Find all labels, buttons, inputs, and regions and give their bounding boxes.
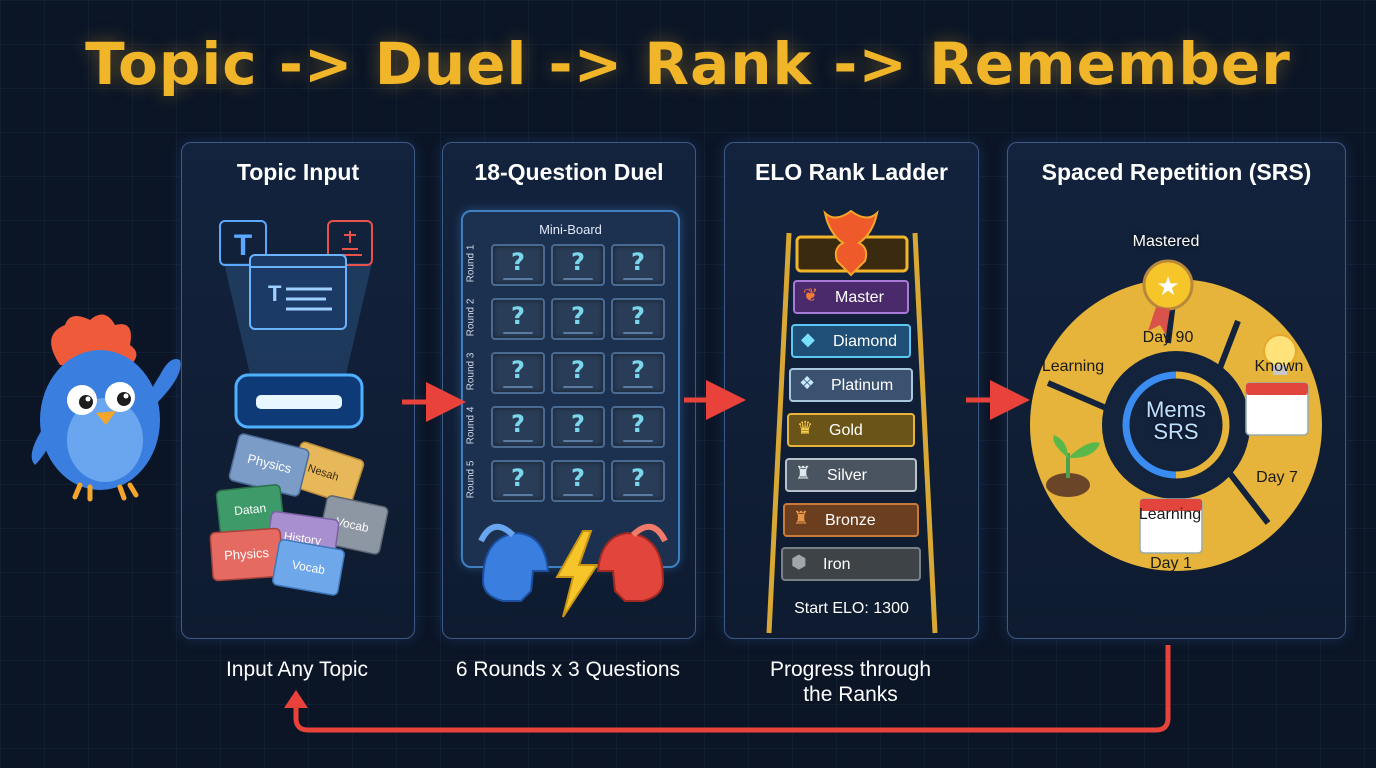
srs-cycle-diagram: ★: [1030, 259, 1322, 571]
duel-caption: 6 Rounds x 3 Questions: [455, 658, 681, 681]
diamond-rank-icon: ◆: [801, 329, 815, 349]
svg-text:★: ★: [1156, 271, 1179, 301]
question-cell[interactable]: ?: [551, 352, 605, 394]
srs-learning-left-label: Learning: [1041, 358, 1105, 375]
srs-title: Spaced Repetition (SRS): [1041, 159, 1312, 185]
start-elo-label: Start ELO: 1300: [794, 600, 909, 617]
red-helmet-icon: [596, 523, 668, 602]
silver-rank-icon: ♜: [795, 463, 812, 483]
rank-master: ❦ Master: [793, 280, 909, 314]
ladder-rails: [766, 209, 938, 634]
lightbulb-icon: [1263, 334, 1297, 375]
svg-text:T: T: [268, 281, 282, 306]
question-cell[interactable]: ?: [491, 460, 545, 502]
rank-iron: ⬢ Iron: [781, 547, 921, 581]
rank-gold: ♛ Gold: [787, 413, 915, 447]
image-type-icon: [327, 220, 373, 266]
question-cell[interactable]: ?: [551, 244, 605, 286]
folder-6: Physics: [209, 527, 284, 582]
question-cell[interactable]: ?: [611, 298, 665, 340]
question-cell[interactable]: ?: [551, 406, 605, 448]
rank-platinum: ❖ Platinum: [789, 368, 913, 402]
mini-board: Mini-Board Round 1 Round 2 Round 3 Round…: [461, 210, 680, 568]
calendar-day1-icon: [1139, 498, 1203, 554]
folder-7: Vocab: [272, 539, 345, 596]
cycle-arrows-icon: [1122, 371, 1230, 479]
question-cell[interactable]: ?: [551, 460, 605, 502]
duel-helmets: [478, 523, 668, 618]
svg-text:Datan: Datan: [233, 501, 266, 518]
question-cell[interactable]: ?: [491, 244, 545, 286]
topic-input-title: Topic Input: [236, 159, 360, 185]
svg-text:Vocab: Vocab: [291, 558, 327, 578]
elo-caption: Progress through the Ranks: [724, 657, 977, 707]
gold-rank-icon: ♛: [797, 418, 814, 438]
sprout-icon: [1046, 435, 1100, 497]
topic-input-illustration: T T Nesah Physics: [209, 220, 389, 596]
elo-caption-line1: Progress through: [769, 658, 932, 681]
srs-day90-label: Day 90: [1142, 329, 1194, 346]
text-type-icon: T: [219, 220, 267, 266]
svg-text:Physics: Physics: [224, 545, 270, 563]
elo-title: ELO Rank Ladder: [755, 159, 948, 185]
srs-day7-label: Day 7: [1256, 469, 1298, 486]
question-cell[interactable]: ?: [491, 298, 545, 340]
duel-panel: 18-Question Duel Mini-Board Round 1 Roun…: [442, 142, 696, 639]
master-rank-icon: ❦: [803, 285, 819, 305]
question-cell[interactable]: ?: [611, 406, 665, 448]
mini-board-label: Mini-Board: [539, 222, 602, 237]
scanner-device-icon: [234, 373, 364, 429]
srs-center-line2: SRS: [1153, 419, 1199, 444]
phoenix-icon: [823, 209, 879, 277]
question-cell[interactable]: ?: [611, 244, 665, 286]
calendar-day7-icon: [1245, 382, 1309, 436]
topic-input-panel: Topic Input T T Nesah: [181, 142, 415, 639]
srs-panel: Spaced Repetition (SRS) ★: [1007, 142, 1346, 639]
platinum-rank-icon: ❖: [799, 373, 816, 393]
question-cell[interactable]: ?: [491, 352, 545, 394]
rank-bronze: ♜ Bronze: [783, 503, 919, 537]
question-cell[interactable]: ?: [611, 352, 665, 394]
srs-mastered-label: Mastered: [1132, 233, 1200, 250]
elo-panel: ELO Rank Ladder ❦ Master ◆ Diamond ❖ Pla…: [724, 142, 979, 639]
iron-rank-icon: ⬢: [791, 552, 807, 572]
svg-text:T: T: [234, 229, 252, 262]
elo-caption-line2: the Ranks: [803, 683, 898, 706]
bird-mascot: [31, 314, 181, 502]
question-cell[interactable]: ?: [611, 460, 665, 502]
folder-4: Datan: [215, 484, 285, 536]
srs-learning-bottom-label: Learning: [1138, 506, 1202, 523]
svg-text:Vocab: Vocab: [335, 514, 371, 535]
duel-title: 18-Question Duel: [474, 159, 664, 185]
srs-known-label: Known: [1254, 358, 1304, 375]
arrow-loop-back: [284, 645, 1171, 733]
folder-2: Physics: [228, 433, 310, 497]
topic-input-caption: Input Any Topic: [225, 658, 369, 681]
blue-helmet-icon: [478, 523, 550, 602]
rank-diamond: ◆ Diamond: [791, 324, 911, 358]
rank-silver: ♜ Silver: [785, 458, 917, 492]
lightning-icon: [555, 530, 599, 618]
medal-icon: ★: [1142, 259, 1194, 335]
srs-center-line1: Mems: [1146, 397, 1206, 422]
question-cell[interactable]: ?: [551, 298, 605, 340]
page-title: Topic -> Duel -> Rank -> Remember: [85, 30, 1291, 98]
question-cell[interactable]: ?: [491, 406, 545, 448]
bronze-rank-icon: ♜: [793, 508, 810, 528]
document-icon: T: [249, 254, 347, 330]
srs-day1-label: Day 1: [1150, 555, 1192, 572]
